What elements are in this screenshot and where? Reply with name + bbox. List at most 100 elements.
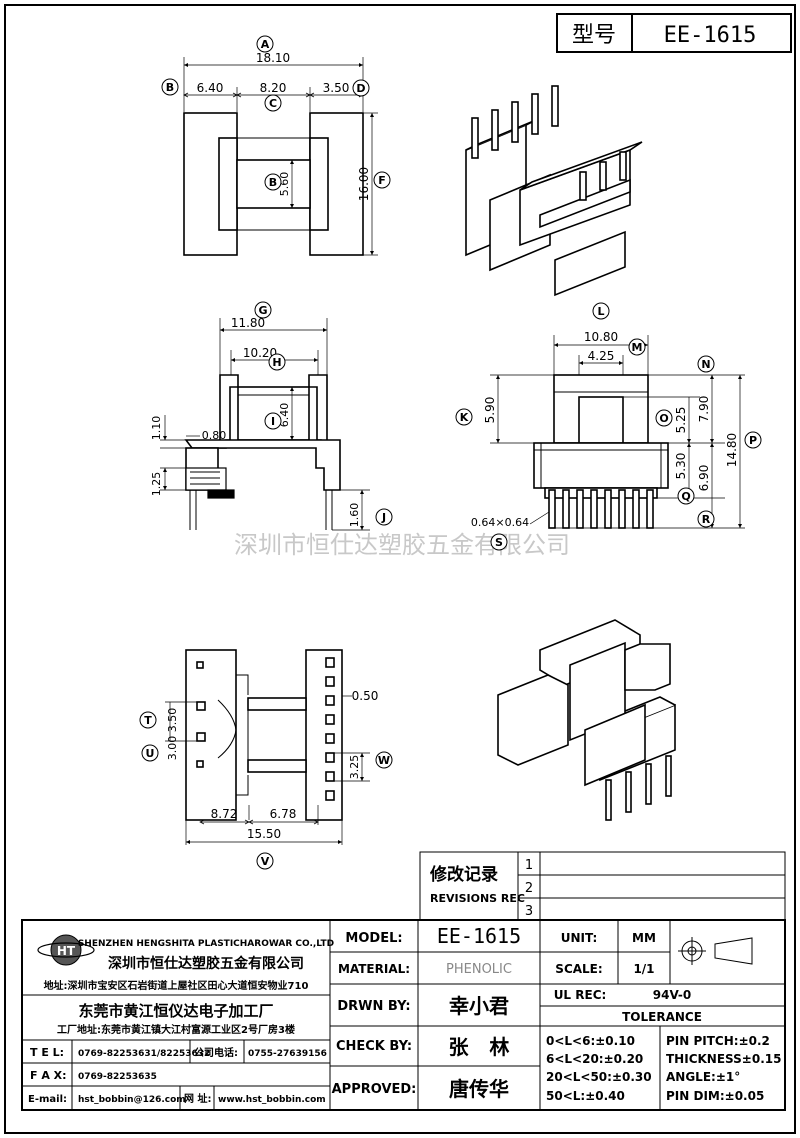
side-view: 11.80 10.20 6.40 1.10 0.80 1.25	[150, 316, 370, 531]
dim-side-small: 0.80	[202, 429, 227, 442]
letter-label-u: U	[146, 747, 155, 760]
letter-bubble	[697, 510, 715, 528]
dim-d: 3.50	[323, 81, 350, 95]
scale-label: SCALE:	[555, 962, 602, 976]
revision-row-1: 1	[525, 858, 533, 873]
dim-g: 11.80	[231, 316, 265, 330]
letter-bubble	[264, 412, 282, 430]
dim-side-top: 1.10	[150, 416, 163, 441]
fax-label: F A X:	[30, 1069, 67, 1082]
factory-address: 工厂地址:东莞市黄江镇大江村富源工业区2号厂房3楼	[57, 1023, 295, 1036]
letter-label-k: K	[460, 411, 469, 424]
website-value: www.hst_bobbin.com	[218, 1095, 326, 1105]
iso-top-pins	[471, 85, 627, 201]
dim-t: 3.50	[166, 708, 179, 733]
letter-bubble	[375, 508, 393, 526]
company-name-en: SHENZHEN HENGSHITA PLASTICHAROWAR CO.,LT…	[78, 939, 334, 949]
model-title-value: EE-1615	[664, 23, 757, 48]
dim-h: 10.20	[243, 346, 277, 360]
check-label: CHECK BY:	[336, 1039, 412, 1054]
letter-label-s: S	[495, 536, 503, 549]
dim-l: 10.80	[584, 330, 618, 344]
tolerance-1: 0<L<6:±0.10	[546, 1034, 635, 1048]
tel-value: 0769-82253631/82253632	[78, 1049, 210, 1059]
dim-j: 1.60	[348, 503, 361, 528]
revision-row-3: 3	[525, 904, 533, 919]
tolerance-2: 6<L<20:±0.20	[546, 1052, 643, 1066]
spec-4: PIN DIM:±0.05	[666, 1089, 764, 1103]
material-value: PHENOLIC	[446, 962, 512, 977]
letter-bubble	[161, 78, 179, 96]
spec-1: PIN PITCH:±0.2	[666, 1034, 770, 1048]
isometric-view-top	[465, 85, 643, 297]
drawn-value: 幸小君	[449, 994, 509, 1018]
front-view: 10.80 4.25 5.90	[471, 330, 745, 529]
spec-3: ANGLE:±1°	[666, 1070, 740, 1084]
top-view: 18.10 6.40 8.20 3.50 16.00 5.60	[183, 51, 378, 256]
dim-b-center: 5.60	[278, 172, 291, 197]
revision-title-en: REVISIONS REC	[430, 892, 525, 905]
letter-bubble	[256, 35, 274, 53]
dim-v: 15.50	[247, 827, 281, 841]
letter-bubble	[455, 408, 473, 426]
scale-value: 1/1	[633, 962, 654, 976]
model-title-label: 型号	[572, 23, 616, 48]
revision-title-cn: 修改记录	[429, 864, 498, 885]
letter-bubble	[373, 171, 391, 189]
letter-label-v: V	[261, 855, 270, 868]
letter-bubble	[655, 409, 673, 427]
title-block: MODEL: EE-1615 MATERIAL: PHENOLIC DRWN B…	[21, 919, 786, 1111]
letter-label-t: T	[144, 714, 152, 727]
letter-bubble	[141, 744, 159, 762]
dim-m: 4.25	[588, 349, 615, 363]
letter-bubble	[697, 355, 715, 373]
revision-box: 修改记录 REVISIONS REC 1 2 3	[419, 851, 786, 921]
dim-q-lower: 6.90	[697, 465, 711, 492]
revision-row-2: 2	[525, 881, 533, 896]
isometric-view-bottom	[497, 619, 676, 821]
letter-bubble	[254, 301, 272, 319]
letter-label-a: A	[261, 38, 270, 51]
letter-label-r: R	[702, 513, 711, 526]
dim-w: 3.25	[348, 755, 361, 780]
dim-a: 18.10	[256, 51, 290, 65]
letter-bubble	[139, 711, 157, 729]
letter-bubble	[268, 353, 286, 371]
dim-p: 14.80	[725, 433, 739, 467]
dim-f: 16.00	[357, 167, 371, 201]
email-label: E-mail:	[28, 1094, 67, 1105]
email-value: hst_bobbin@126.com	[78, 1095, 186, 1105]
letter-bubble	[264, 94, 282, 112]
dim-c: 8.20	[260, 81, 287, 95]
dim-bottom-right: 6.78	[270, 807, 297, 821]
dim-bottom-left: 8.72	[211, 807, 238, 821]
dim-o: 5.25	[674, 407, 688, 434]
letter-label-g: G	[258, 304, 267, 317]
letter-label-p: P	[749, 434, 757, 447]
logo-text: HT	[57, 944, 76, 958]
letter-label-f: F	[378, 174, 386, 187]
letter-bubble	[352, 79, 370, 97]
dim-k: 5.90	[483, 397, 497, 424]
office-phone-label: 公司电话:	[194, 1046, 238, 1059]
letter-label-w: W	[378, 754, 390, 767]
dim-pitch: 0.50	[352, 689, 379, 703]
dim-u: 3.00	[166, 736, 179, 761]
unit-label: UNIT:	[561, 931, 598, 945]
letter-label-n: N	[701, 358, 710, 371]
letter-bubble	[744, 431, 762, 449]
office-phone-value: 0755-27639156	[248, 1049, 327, 1059]
model-value: EE-1615	[437, 924, 521, 948]
model-label: MODEL:	[345, 931, 402, 946]
letter-bubble	[264, 173, 282, 191]
factory-name-cn: 东莞市黄江恒仪达电子加工厂	[78, 1002, 273, 1020]
sheet-border	[4, 4, 796, 1134]
material-label: MATERIAL:	[338, 962, 410, 976]
dim-n: 7.90	[697, 396, 711, 423]
letter-label-l: L	[597, 305, 604, 318]
letter-bubble	[256, 852, 274, 870]
letter-label-b: B	[166, 81, 174, 94]
dim-side-low: 1.25	[150, 472, 163, 497]
